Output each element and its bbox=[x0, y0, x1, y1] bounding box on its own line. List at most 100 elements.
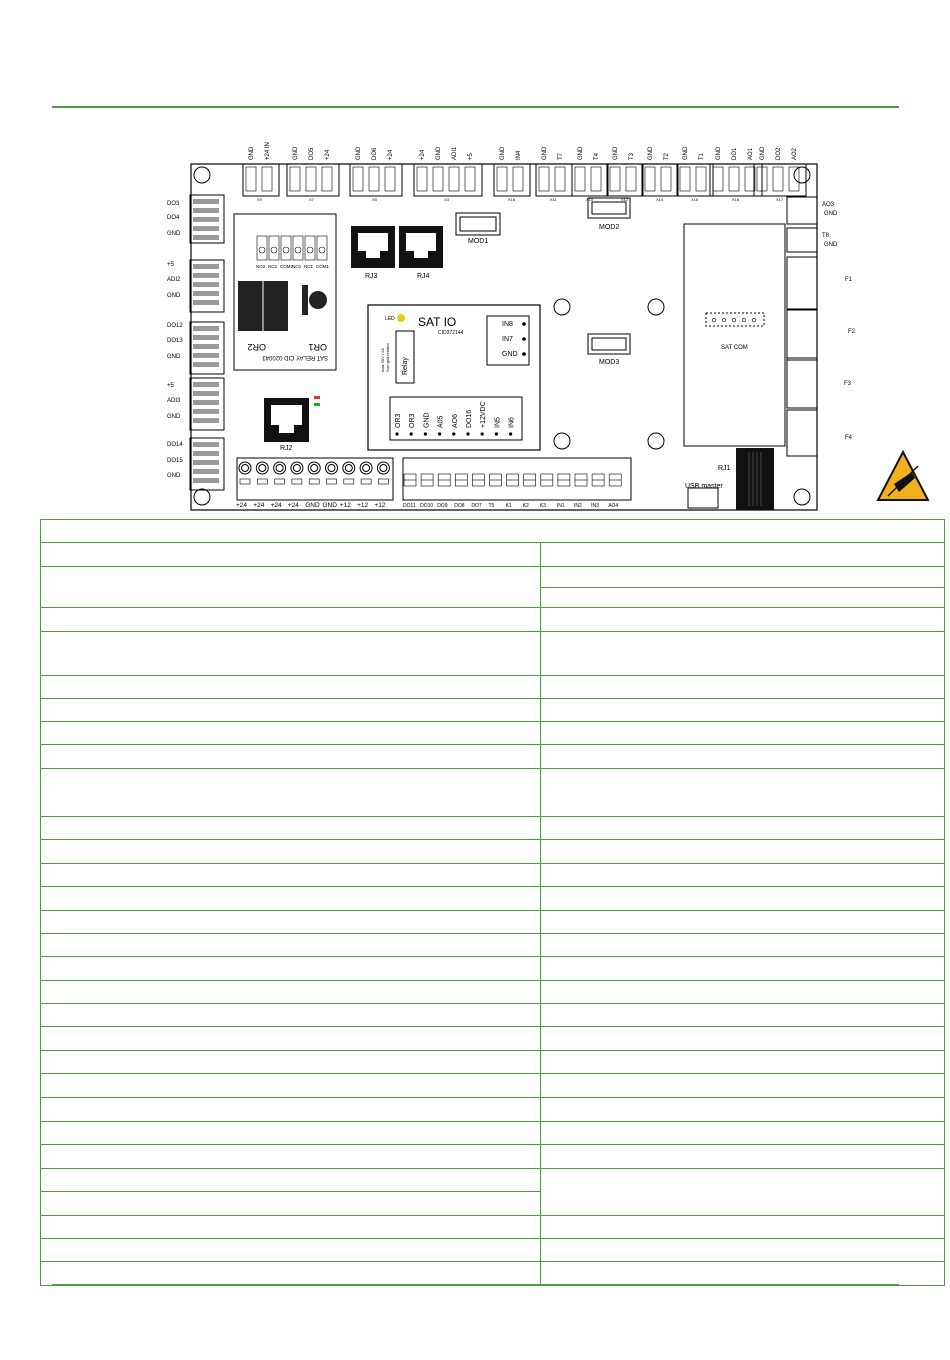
table-cell-right bbox=[540, 886, 945, 911]
table-cell-right bbox=[540, 933, 945, 957]
label-gnd-a: GND bbox=[824, 211, 838, 217]
table-cell-right bbox=[540, 542, 945, 567]
top-connector-id: X17 bbox=[776, 197, 784, 202]
power-terminal-screw bbox=[307, 461, 321, 475]
table-cell-left bbox=[40, 1238, 541, 1262]
left-pin-label: DO4 bbox=[167, 215, 180, 221]
top-pin-label: GND bbox=[683, 146, 689, 160]
relay-or2: OR2 bbox=[247, 342, 266, 352]
io-terminal-label: K1 bbox=[506, 503, 512, 509]
top-pin-label: GND bbox=[760, 146, 766, 160]
sat-io-terminal-label: OR3 bbox=[395, 414, 402, 429]
top-connector-id: X12 bbox=[621, 197, 629, 202]
relay-pin-label: COM1 bbox=[316, 264, 329, 269]
right-connector-2 bbox=[786, 227, 818, 253]
io-terminal-label: IN2 bbox=[574, 503, 582, 509]
table-cell-right bbox=[540, 1168, 945, 1216]
right-connector-3 bbox=[786, 256, 818, 310]
top-connector-12 bbox=[753, 163, 807, 197]
table-cell-left bbox=[40, 1191, 541, 1216]
top-pin-label: GND bbox=[249, 146, 255, 160]
top-pin-label: GND bbox=[500, 146, 506, 160]
mod1-label: MOD1 bbox=[468, 238, 488, 245]
sat-com-label: SAT COM bbox=[721, 345, 748, 351]
top-connector-id: X15 bbox=[691, 197, 699, 202]
io-terminal-label: IN1 bbox=[557, 503, 565, 509]
sat-io-input-label: IN8 bbox=[502, 321, 513, 328]
table-cell-right bbox=[540, 816, 945, 840]
label-gnd-b: GND bbox=[824, 242, 838, 248]
table-cell-left bbox=[40, 1215, 541, 1239]
top-connector-id: X16 bbox=[508, 197, 516, 202]
power-terminal-screw bbox=[255, 461, 269, 475]
left-pin-label: GND bbox=[167, 414, 181, 420]
table-cell-right bbox=[540, 607, 945, 632]
top-pin-label: T7 bbox=[558, 152, 564, 160]
sat-io-input-label: GND bbox=[502, 351, 518, 358]
power-terminal-screw bbox=[290, 461, 304, 475]
table-cell-right bbox=[540, 910, 945, 934]
table-cell-left bbox=[40, 1097, 541, 1122]
io-terminal-label: K3 bbox=[540, 503, 546, 509]
power-terminal-screw bbox=[325, 461, 338, 475]
left-pin-label: GND bbox=[167, 293, 181, 299]
table-cell-left bbox=[40, 1026, 541, 1051]
table-cell-right bbox=[540, 675, 945, 699]
table-cell-left bbox=[40, 1168, 541, 1192]
relay-pin-label: NC1 bbox=[304, 264, 313, 269]
label-f4: F4 bbox=[845, 435, 853, 441]
power-terminal-label: +24 bbox=[271, 502, 282, 509]
top-pin-label: T4 bbox=[594, 152, 600, 160]
right-connector-6 bbox=[786, 409, 818, 457]
relay-pin-label: NO1 bbox=[292, 264, 302, 269]
left-pin-label: +5 bbox=[167, 383, 175, 389]
top-connector-id: X16 bbox=[732, 197, 740, 202]
right-connector-5 bbox=[786, 357, 818, 409]
io-terminal-label: DO7 bbox=[471, 503, 482, 509]
header-rule bbox=[52, 106, 899, 108]
top-pin-label: T2 bbox=[664, 152, 670, 160]
esd-warning-icon bbox=[876, 449, 930, 501]
sat-io-terminal-label: A05 bbox=[438, 415, 445, 428]
table-cell-right bbox=[540, 1073, 945, 1098]
power-terminal-label: GND bbox=[323, 502, 338, 509]
table-cell-left bbox=[40, 839, 541, 864]
table-cell-left bbox=[40, 863, 541, 887]
top-connector-9 bbox=[641, 163, 679, 197]
table-cell-left bbox=[40, 542, 541, 567]
table-cell-left bbox=[40, 933, 541, 957]
table-cell-right bbox=[540, 744, 945, 769]
top-pin-label: DO2 bbox=[776, 147, 782, 160]
io-terminal-label: AO4 bbox=[608, 503, 618, 509]
power-terminal-label: +24 bbox=[236, 502, 247, 509]
top-pin-label: AO1 bbox=[748, 147, 754, 160]
rj4-label: RJ4 bbox=[417, 273, 430, 280]
sat-io-terminal-label: IN6 bbox=[509, 417, 516, 428]
table-cell-left bbox=[40, 1073, 541, 1098]
top-connector-id: X11 bbox=[550, 197, 558, 202]
top-pin-label: T3 bbox=[629, 152, 635, 160]
power-terminal-screw bbox=[238, 461, 252, 475]
table-cell-right bbox=[540, 1261, 945, 1286]
top-connector-5 bbox=[493, 163, 531, 197]
table-cell-left bbox=[40, 1003, 541, 1027]
top-pin-label: T1 bbox=[699, 152, 705, 160]
top-pin-label: +24 bbox=[388, 149, 394, 160]
top-connector-id: X7 bbox=[309, 197, 315, 202]
table-cell-left bbox=[40, 1144, 541, 1169]
power-terminal-screw bbox=[342, 461, 356, 475]
label-ao3: AO3 bbox=[822, 202, 835, 208]
table-cell-right bbox=[540, 721, 945, 745]
table-cell-left bbox=[40, 744, 541, 769]
top-pin-label: GND bbox=[293, 146, 299, 160]
top-pin-label: GND bbox=[436, 146, 442, 160]
table-cell-right bbox=[540, 839, 945, 864]
io-terminal-label: DO10 bbox=[420, 503, 433, 509]
table-cell-right bbox=[540, 1097, 945, 1122]
left-pin-label: DO15 bbox=[167, 458, 183, 464]
left-pin-label: DO14 bbox=[167, 442, 183, 448]
left-pin-label: GND bbox=[167, 473, 181, 479]
table-cell-right bbox=[540, 698, 945, 722]
power-terminal-label: +24 bbox=[288, 502, 299, 509]
top-connector-id: X3 bbox=[444, 197, 450, 202]
